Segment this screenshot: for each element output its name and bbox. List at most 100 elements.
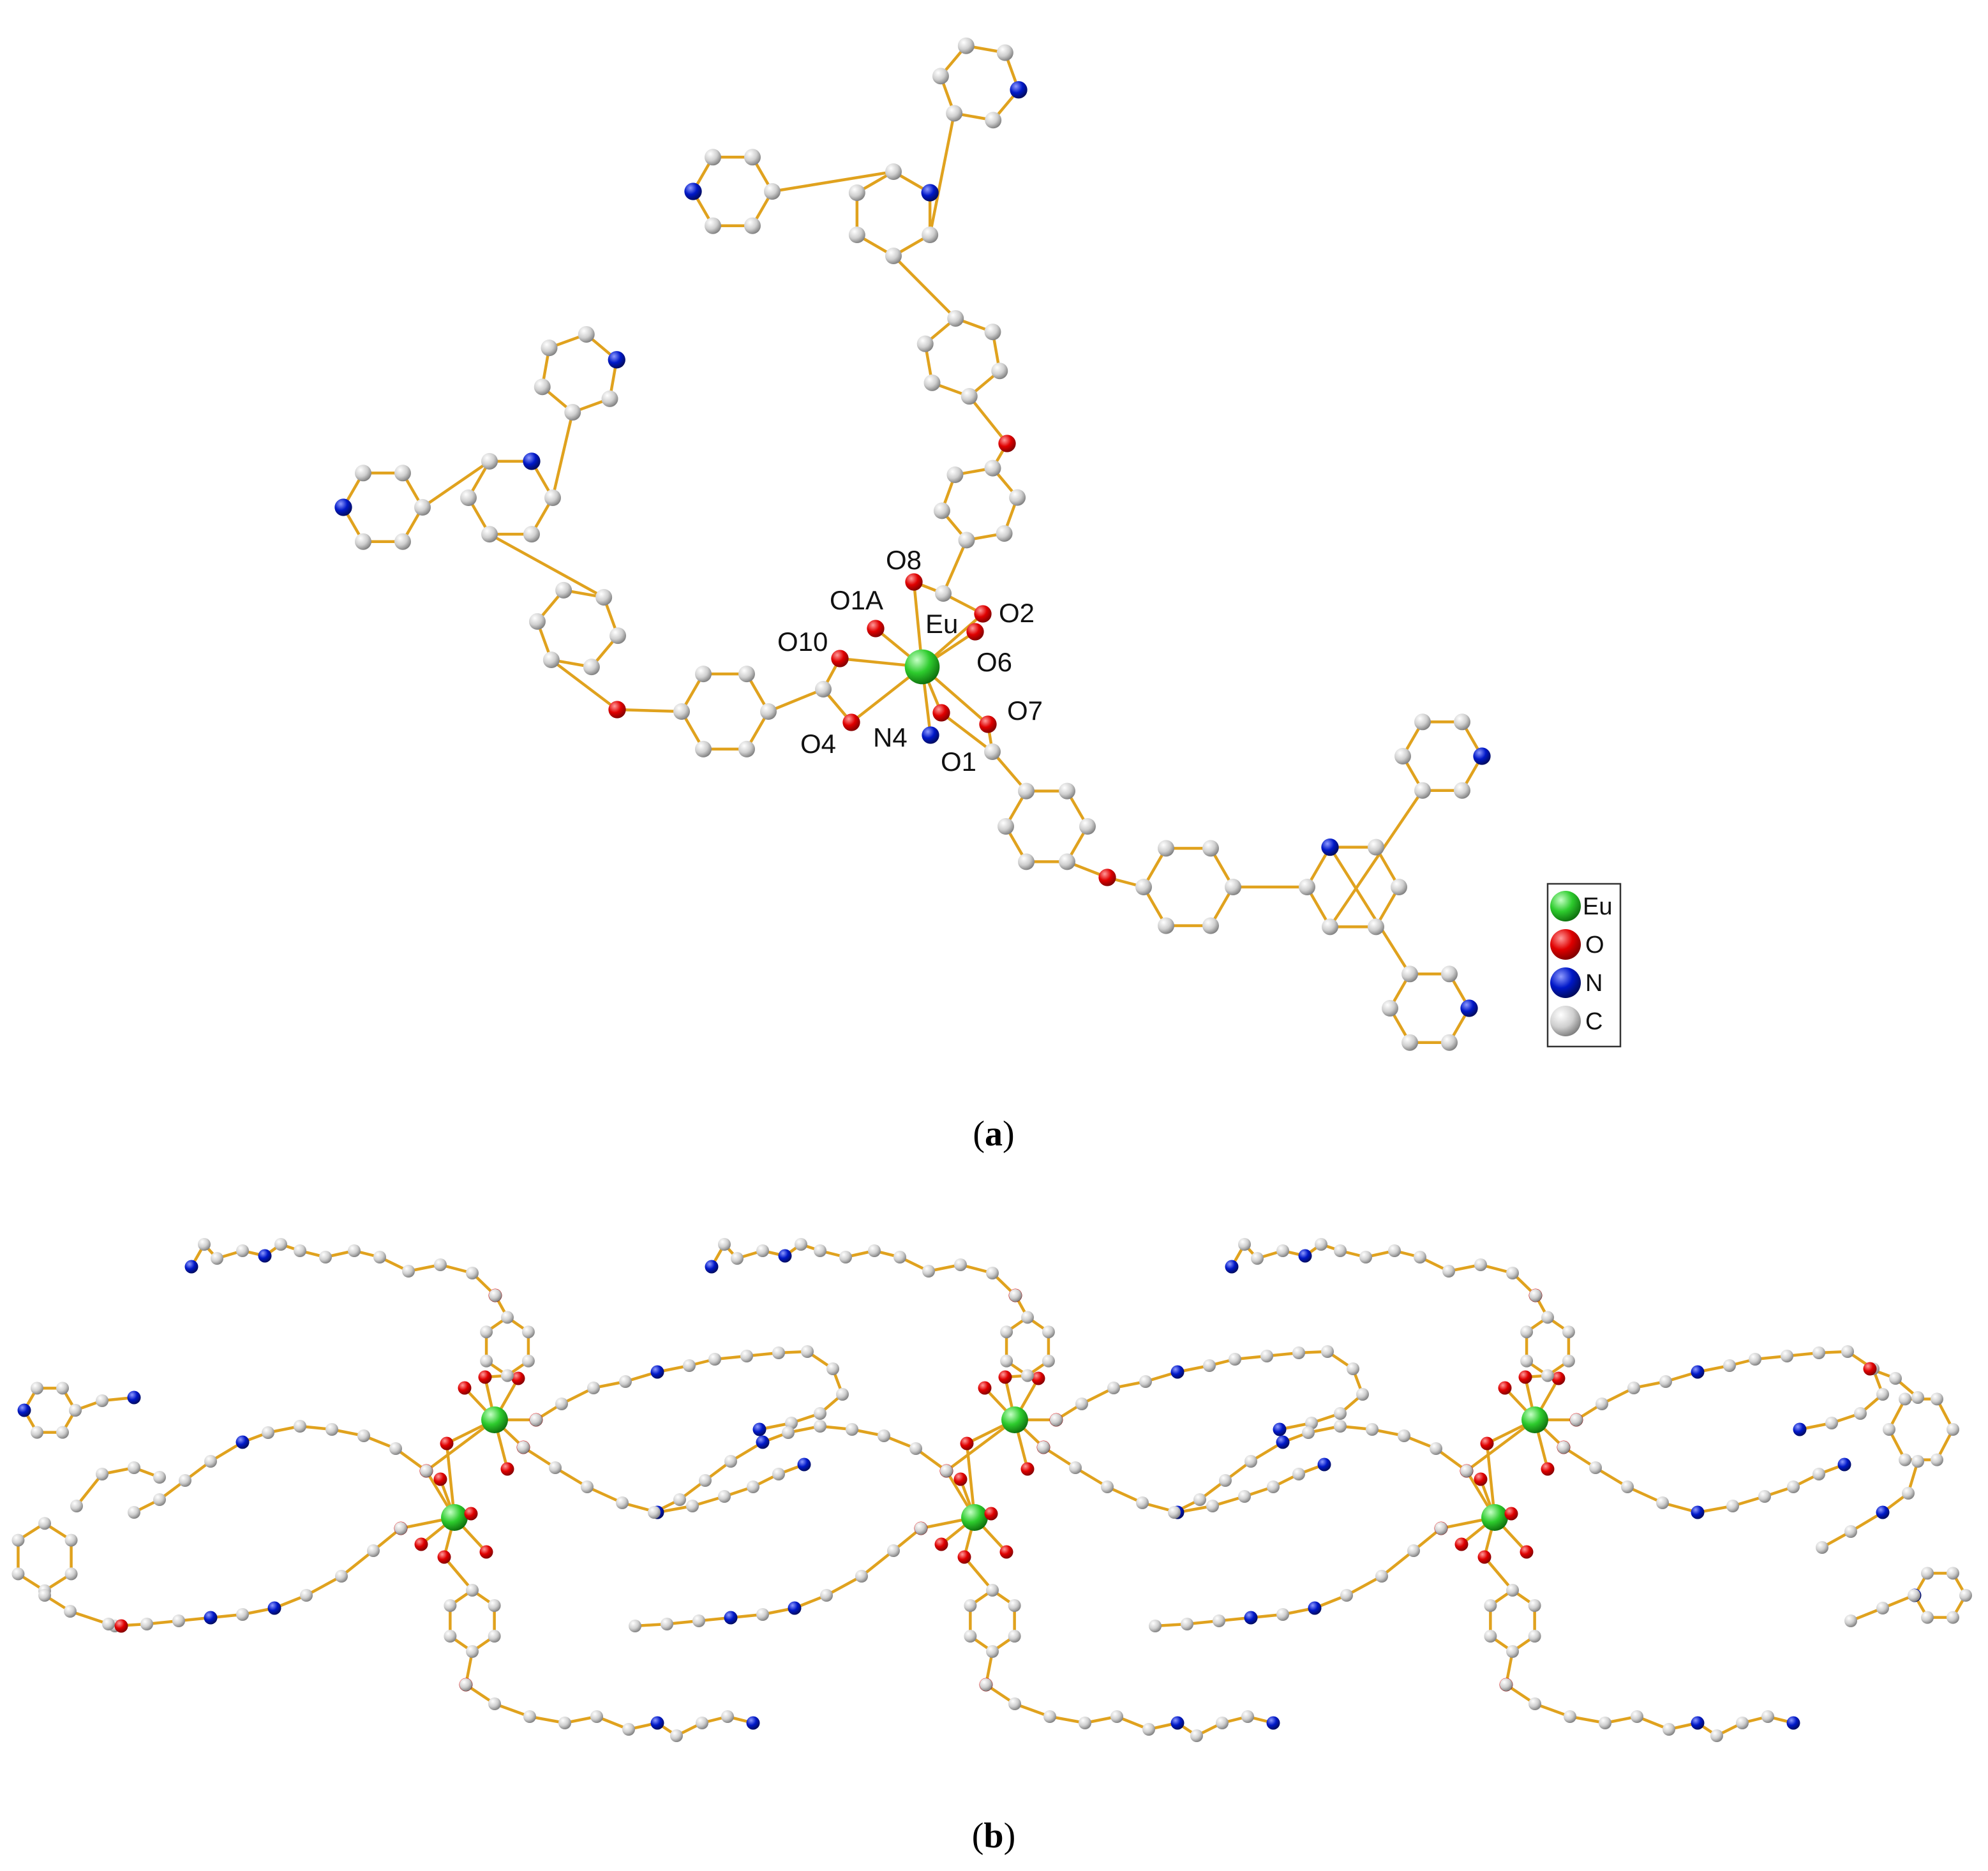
carbon-atom xyxy=(601,390,618,407)
nitrogen-atom xyxy=(1876,1505,1890,1519)
panel-a-asymmetric-unit xyxy=(334,37,1491,1051)
carbon-atom xyxy=(986,1584,999,1597)
carbon-atom xyxy=(1911,1391,1924,1404)
carbon-atom xyxy=(1193,1493,1206,1506)
carbon-atom xyxy=(764,183,781,200)
nitrogen-atom xyxy=(235,1435,250,1449)
carbon-atom xyxy=(696,1717,708,1729)
panel-a-atom-labels: O8 O1A Eu O2 O10 O6 O7 O4 N4 O1 xyxy=(777,545,1043,777)
carbon-atom xyxy=(718,1490,731,1503)
legend-n-swatch xyxy=(1550,967,1581,998)
carbon-atom xyxy=(1787,1480,1800,1493)
carbon-atom xyxy=(1059,853,1075,870)
carbon-atom xyxy=(1761,1710,1774,1723)
bond xyxy=(68,1609,110,1626)
carbon-atom xyxy=(695,740,712,757)
carbon-atom xyxy=(1876,1388,1889,1401)
oxygen-atom xyxy=(1098,868,1116,886)
legend-o-label: O xyxy=(1585,932,1604,958)
carbon-atom xyxy=(795,1238,807,1251)
carbon-atom xyxy=(1079,818,1096,835)
carbon-atom xyxy=(1435,1522,1447,1535)
bond xyxy=(941,539,968,595)
oxygen-atom xyxy=(479,1545,493,1559)
bond xyxy=(1483,1555,1514,1592)
carbon-atom xyxy=(1931,1392,1943,1406)
carbon-atom xyxy=(11,1567,25,1581)
nitrogen-atom xyxy=(752,1422,766,1436)
carbon-atom xyxy=(1334,1407,1347,1420)
carbon-atom xyxy=(1334,1244,1347,1257)
bond xyxy=(939,711,994,754)
oxygen-atom xyxy=(1020,1462,1035,1476)
nitrogen-atom xyxy=(650,1716,664,1730)
carbon-atom xyxy=(1042,1354,1055,1368)
carbon-atom xyxy=(1921,1567,1934,1580)
carbon-atom xyxy=(102,1618,115,1630)
carbon-atom xyxy=(1959,1589,1972,1602)
carbon-atom xyxy=(31,1426,43,1439)
carbon-atom xyxy=(1043,1710,1056,1723)
carbon-atom xyxy=(523,1710,536,1723)
carbon-atom xyxy=(705,149,721,166)
carbon-atom xyxy=(814,1244,826,1257)
carbon-atom xyxy=(1340,1589,1353,1602)
carbon-atom xyxy=(1244,1455,1257,1468)
carbon-atom xyxy=(1506,1584,1519,1597)
carbon-atom xyxy=(555,581,572,599)
legend-n-label: N xyxy=(1585,970,1603,997)
carbon-atom xyxy=(984,459,1001,477)
legend-o-swatch xyxy=(1550,929,1581,960)
carbon-atom xyxy=(1181,1618,1193,1630)
carbon-atom xyxy=(1500,1678,1513,1691)
carbon-atom xyxy=(820,1589,833,1602)
carbon-atom xyxy=(1000,1354,1013,1368)
legend-c-swatch xyxy=(1550,1006,1581,1036)
carbon-atom xyxy=(128,1506,140,1519)
carbon-atom xyxy=(1441,1034,1458,1051)
carbon-atom xyxy=(294,1420,306,1433)
carbon-atom xyxy=(1018,782,1035,800)
carbon-atom xyxy=(1407,1544,1420,1557)
nitrogen-atom xyxy=(705,1260,719,1274)
legend-c-label: C xyxy=(1585,1008,1603,1035)
oxygen-atom xyxy=(1454,1537,1469,1551)
carbon-atom xyxy=(998,818,1014,835)
carbon-atom xyxy=(11,1533,25,1547)
nitrogen-atom xyxy=(1837,1457,1851,1472)
carbon-atom xyxy=(179,1474,191,1487)
carbon-atom xyxy=(839,1251,852,1263)
carbon-atom xyxy=(1484,1599,1497,1612)
carbon-atom xyxy=(198,1238,211,1251)
carbon-atom xyxy=(1401,1034,1418,1051)
oxygen-atom xyxy=(979,715,997,733)
carbon-atom xyxy=(1267,1480,1280,1493)
carbon-atom xyxy=(836,1388,849,1401)
oxygen-atom xyxy=(984,1507,998,1521)
carbon-atom xyxy=(1541,1369,1554,1382)
carbon-atom xyxy=(673,1493,686,1506)
bond xyxy=(1465,1418,1537,1473)
oxygen-atom xyxy=(1504,1507,1518,1521)
carbon-atom xyxy=(815,681,832,697)
nitrogen-atom xyxy=(184,1260,198,1274)
carbon-atom xyxy=(1947,1611,1959,1624)
carbon-atom xyxy=(1021,1369,1034,1382)
carbon-atom xyxy=(1315,1238,1327,1251)
carbon-atom xyxy=(885,248,902,264)
carbon-atom xyxy=(1216,1717,1229,1729)
carbon-atom xyxy=(1528,1697,1541,1710)
carbon-atom xyxy=(1414,782,1431,799)
bond xyxy=(928,112,956,237)
carbon-atom xyxy=(893,1251,906,1263)
carbon-atom xyxy=(355,465,371,482)
nitrogen-atom xyxy=(684,183,702,200)
carbon-atom xyxy=(528,613,546,630)
carbon-atom xyxy=(1902,1487,1915,1500)
bond xyxy=(551,410,574,500)
carbon-atom xyxy=(940,1465,953,1477)
carbon-atom xyxy=(887,1544,900,1557)
oxygen-atom xyxy=(414,1537,428,1551)
label-O1: O1 xyxy=(941,747,976,777)
carbon-atom xyxy=(964,1599,977,1612)
